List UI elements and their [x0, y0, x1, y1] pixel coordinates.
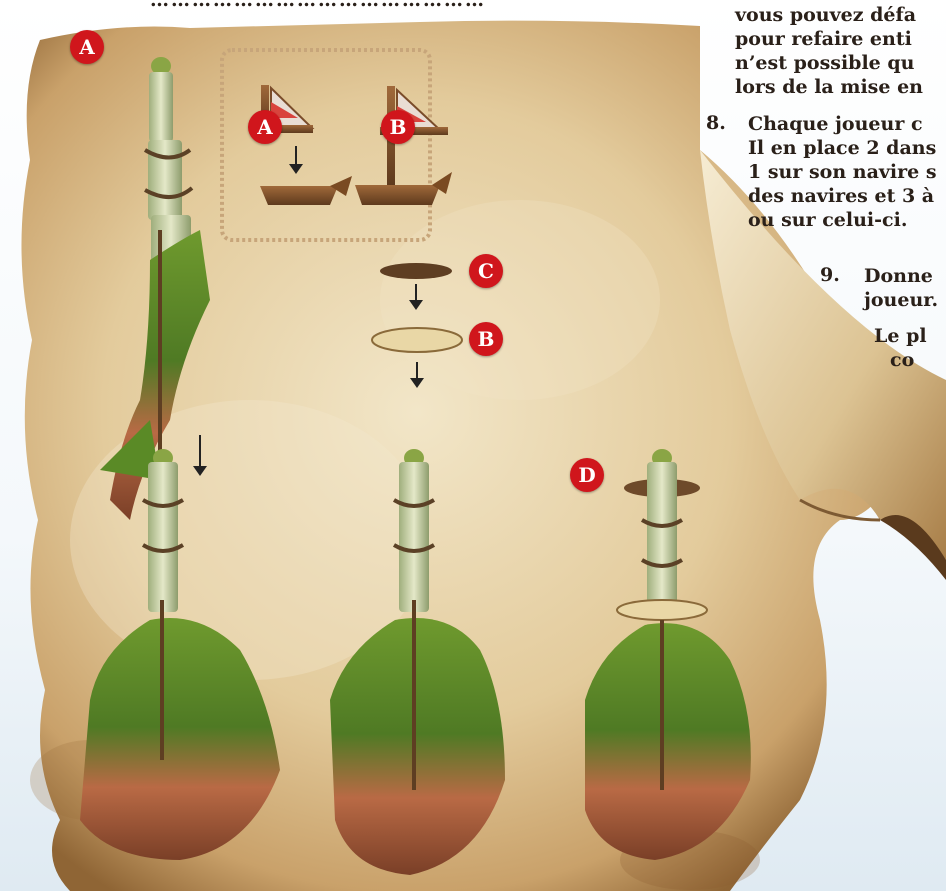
step7-line: vous pouvez défa	[735, 3, 916, 27]
step8-line: Il en place 2 dans	[748, 136, 936, 160]
step9-line: Donne	[864, 264, 933, 288]
label-badge-disc-b: B	[469, 322, 503, 356]
step7-line: n’est possible qu	[735, 51, 914, 75]
step8-line: Chaque joueur c	[748, 112, 923, 136]
step7-line: pour refaire enti	[735, 27, 912, 51]
label-badge-boat-a: A	[248, 110, 282, 144]
step7-line: lors de la mise en	[735, 75, 923, 99]
step9-number: 9.	[820, 264, 840, 286]
label-badge-boat-b: B	[381, 110, 415, 144]
top-partial-text: …………………………………………	[150, 0, 486, 12]
closing-line: Le pl	[874, 324, 927, 348]
label-badge-disc-c: C	[469, 254, 503, 288]
step8-line: 1 sur son navire s	[748, 160, 937, 184]
label-badge-tower-a: A	[70, 30, 104, 64]
step8-line: des navires et 3 à	[748, 184, 934, 208]
label-badge-tower-d: D	[570, 458, 604, 492]
step9-line: joueur.	[864, 288, 938, 312]
step8-number: 8.	[706, 112, 726, 134]
closing-line: co	[890, 348, 914, 372]
step8-line: ou sur celui-ci.	[748, 208, 907, 232]
